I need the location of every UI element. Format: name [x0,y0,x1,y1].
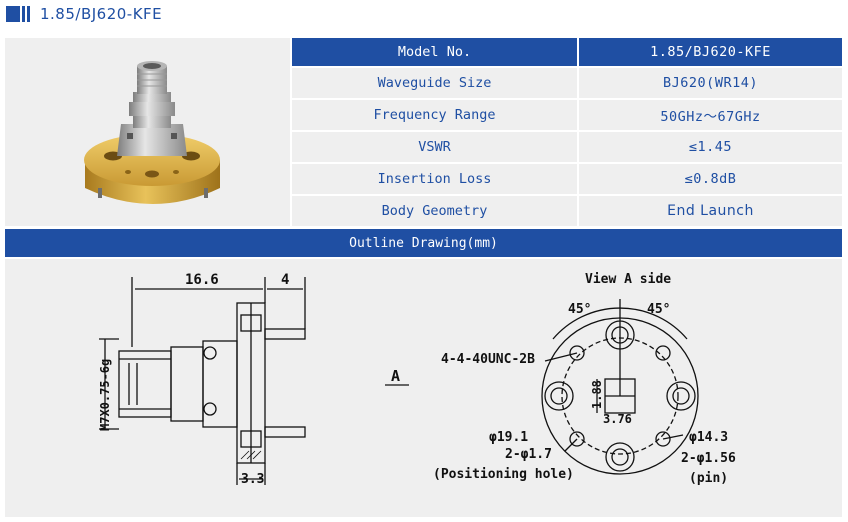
dim-positioning-hole: 2-φ1.7 [505,447,552,462]
dim-bolt-circle: φ19.1 [489,430,528,445]
dim-pin-diameter: 2-φ1.56 [681,451,736,466]
dim-flange: 3.3 [241,472,264,487]
dim-slot-height: 1.88 [590,380,604,409]
spec-label: Frequency Range [292,100,579,132]
page-title: 1.85/BJ620-KFE [40,5,163,23]
pin-label: (pin) [689,471,728,486]
positioning-hole-label: (Positioning hole) [433,467,574,482]
spec-value: 50GHz～67GHz [579,100,842,132]
title-bars-icon [6,6,30,22]
outline-drawing-panel: 16.6 4 3.3 M7X0.75-6g A View A side [5,259,842,517]
spec-value: End Launch [579,196,842,228]
end-view-title: View A side [585,272,671,287]
section-label: A [391,367,400,385]
spec-label: VSWR [292,132,579,164]
product-photo [84,61,220,204]
side-view [99,277,306,485]
dim-pin-length: 4 [281,272,289,288]
spec-row-insertion-loss: Insertion Loss ≤0.8dB [292,164,842,196]
page-header: 1.85/BJ620-KFE [6,4,162,24]
end-view [541,299,699,475]
spec-row-frequency-range: Frequency Range 50GHz～67GHz [292,100,842,132]
dim-length: 16.6 [185,272,219,288]
spec-row-waveguide-size: Waveguide Size BJ620(WR14) [292,68,842,100]
spec-table-header: Model No. 1.85/BJ620-KFE [292,38,842,68]
angle-right: 45° [647,302,670,317]
spec-label: Insertion Loss [292,164,579,196]
spec-table: Model No. 1.85/BJ620-KFE Waveguide Size … [292,38,842,228]
dim-thread: M7X0.75-6g [98,359,112,431]
spec-value: BJ620(WR14) [579,68,842,100]
header-label: Model No. [292,38,579,68]
dim-flange-circle: φ14.3 [689,430,728,445]
spec-row-vswr: VSWR ≤1.45 [292,132,842,164]
product-photo-panel [5,38,290,226]
dim-slot-width: 3.76 [603,412,632,426]
spec-value: ≤1.45 [579,132,842,164]
header-model-value: 1.85/BJ620-KFE [579,38,842,68]
outline-drawing-title: Outline Drawing(mm) [349,235,498,251]
outline-drawing-header: Outline Drawing(mm) [5,229,842,257]
angle-left: 45° [568,302,591,317]
spec-label: Waveguide Size [292,68,579,100]
spec-row-body-geometry: Body Geometry End Launch [292,196,842,228]
spec-label: Body Geometry [292,196,579,228]
section-hatch [240,450,262,460]
outline-drawing: 16.6 4 3.3 M7X0.75-6g A View A side [98,272,736,487]
thread-callout: 4-4-40UNC-2B [441,352,535,367]
spec-value: ≤0.8dB [579,164,842,196]
